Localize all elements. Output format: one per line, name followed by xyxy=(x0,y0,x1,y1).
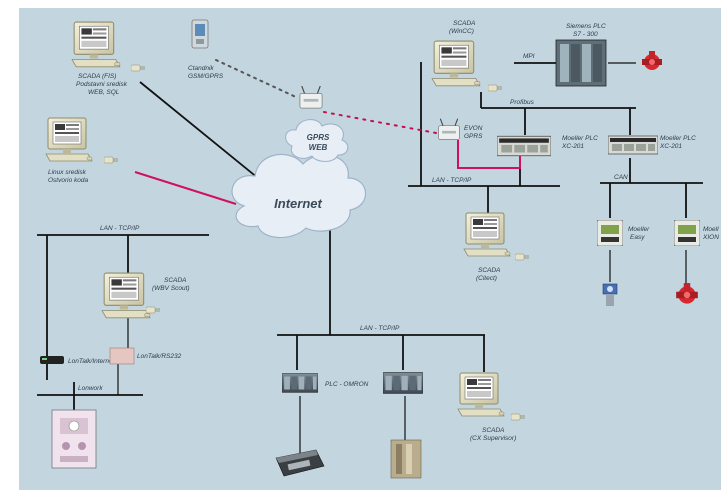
lonmaker-router-icon xyxy=(40,356,64,364)
scada-wbv-label-1: SCADA xyxy=(164,277,186,284)
ctandnik-pda-icon xyxy=(191,19,209,49)
scada-wincc-label-1: SCADA xyxy=(453,20,475,27)
moeller-xion-icon xyxy=(674,220,700,246)
scada-fis-label-2: Podstavni sredisk xyxy=(76,81,128,88)
scada-citect-computer-icon xyxy=(463,212,511,257)
moeller-easy-icon xyxy=(597,220,623,246)
linux-computer-icon xyxy=(45,117,93,162)
moeller-plc-2-label-1: Moeller PLC xyxy=(660,135,696,142)
evon-label-2: GPRS xyxy=(464,133,483,140)
bus-lines xyxy=(37,62,703,455)
scada-cx-label-1: SCADA xyxy=(482,427,504,434)
lontalk-internet-label: LonTalk/Internet xyxy=(68,358,116,365)
moeller-easy-label-2: Easy xyxy=(630,234,645,241)
moeller-xion-label-2: XION xyxy=(702,234,719,241)
gprs-dots-evon xyxy=(323,111,437,134)
diagram-background xyxy=(19,8,721,490)
internet-label: Internet xyxy=(274,196,322,211)
scada-fis-label-1: SCADA (FIS) xyxy=(78,73,116,80)
scada-fis-label-3: WEB, SQL xyxy=(88,89,120,96)
lontalk-rs232-label: LonTalk/RS232 xyxy=(137,353,182,360)
ctandnik-label-1: Ctandnik xyxy=(188,65,214,72)
moeller-plc-1-icon xyxy=(497,135,551,157)
omron-drive-right-icon xyxy=(390,439,422,479)
omron-plc-1-icon xyxy=(282,373,318,393)
plug-icon xyxy=(488,84,502,92)
plug-icon xyxy=(511,413,525,421)
ctandnik-label-2: GSM/GPRS xyxy=(188,73,224,80)
scada-wincc-computer-icon xyxy=(431,40,481,87)
scada-fis-computer-icon xyxy=(71,21,121,68)
lonwork-controller-icon xyxy=(51,409,97,469)
profibus-label: Profibus xyxy=(510,99,535,106)
moeller-plc-2-icon xyxy=(608,135,658,155)
evon-modem-icon xyxy=(438,118,460,141)
scada-wbv-computer-icon xyxy=(101,272,151,319)
moeller-easy-label-1: Moeller xyxy=(628,226,650,233)
plug-icon xyxy=(131,64,145,72)
gprs-modem-icon xyxy=(299,86,323,109)
lan-right-top-label: LAN - TCP/IP xyxy=(432,177,472,184)
scada-wbv-label-2: (WBV Scout) xyxy=(152,285,190,292)
pressure-sensor-icon xyxy=(602,283,618,306)
evon-label-1: EVON xyxy=(464,125,483,132)
scada-citect-label-2: (Citect) xyxy=(476,275,497,282)
mpi-label: MPI xyxy=(523,53,535,60)
plug-icon xyxy=(515,253,529,261)
lonwork-label: Lonwork xyxy=(78,385,103,392)
lontalk-rs232-box-icon xyxy=(109,347,135,365)
scada-cx-computer-icon xyxy=(457,372,505,417)
omron-plc-2-icon xyxy=(383,372,423,394)
scada-citect-label-1: SCADA xyxy=(478,267,500,274)
moeller-plc-1-label-2: XC-201 xyxy=(561,143,584,150)
linux-label-2: Ostvorio koda xyxy=(48,177,88,184)
lan-left-label: LAN - TCP/IP xyxy=(100,225,140,232)
internet-cloud: Internet xyxy=(231,153,367,239)
lan-bottom-label: LAN - TCP/IP xyxy=(360,325,400,332)
moeller-plc-1-label-1: Moeller PLC xyxy=(562,135,598,142)
can-label: CAN xyxy=(614,174,628,181)
link-linux-internet xyxy=(134,171,237,205)
siemens-plc-label-1: Siemens PLC xyxy=(566,23,606,30)
moeller-xion-label-1: Moell xyxy=(703,226,719,233)
scada-wincc-label-2: (WinCC) xyxy=(449,28,474,35)
linux-label-1: Linux sredisk xyxy=(48,169,87,176)
link-evon-moeller xyxy=(457,140,521,169)
valve-icon xyxy=(676,283,698,304)
gprs-cloud: GPRS WEB xyxy=(285,119,349,163)
valve-icon xyxy=(642,51,662,70)
gprs-label: GPRS xyxy=(307,133,330,142)
omron-drive-left-icon xyxy=(275,449,325,477)
web-label: WEB xyxy=(309,143,328,152)
scada-cx-label-2: (CX Supervisor) xyxy=(470,435,516,442)
plug-icon xyxy=(146,306,160,314)
moeller-plc-2-label-2: XC-201 xyxy=(659,143,682,150)
gprs-dots-ctandnik xyxy=(215,59,299,99)
plug-icon xyxy=(104,156,118,164)
plc-omron-label: PLC - OMRON xyxy=(325,381,369,388)
siemens-plc-label-2: S7 - 300 xyxy=(573,31,598,38)
siemens-plc-icon xyxy=(555,39,607,87)
